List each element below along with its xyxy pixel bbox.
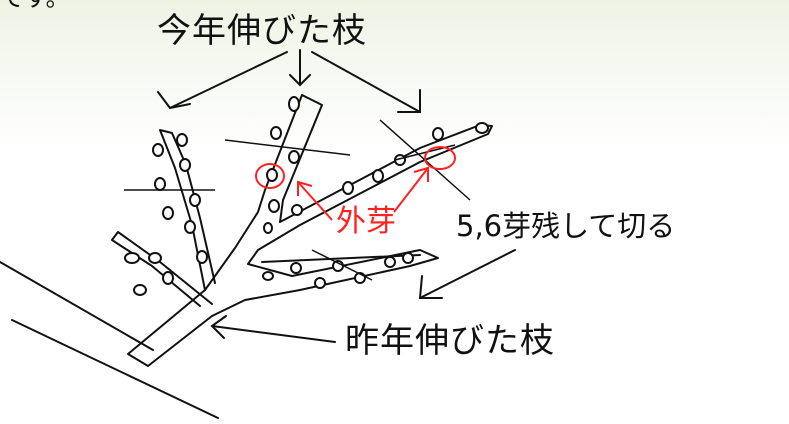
red-arrow-right-head xyxy=(413,166,429,182)
bud-14 xyxy=(184,220,196,234)
bud-24 xyxy=(342,181,354,195)
arrow-right xyxy=(311,51,421,113)
bud-4 xyxy=(266,168,278,182)
cut-note-label: 5,6芽残して切る xyxy=(456,209,676,243)
bud-5 xyxy=(268,199,280,213)
bud-12 xyxy=(189,193,201,207)
bud-10 xyxy=(179,158,191,172)
bud-1 xyxy=(288,96,300,112)
bud-30 xyxy=(384,256,396,268)
cut-mark-lower xyxy=(311,249,373,281)
cut-note-arrow xyxy=(418,249,516,299)
bud-15 xyxy=(196,250,208,264)
red-arrow-left xyxy=(297,181,333,221)
bud-7 xyxy=(263,222,273,234)
last-year-branch-label: 昨年伸びた枝 xyxy=(345,321,555,361)
outer-bud-circle-right xyxy=(424,146,456,170)
small-branch-outline xyxy=(111,231,213,307)
outer-bud-label: 外芽 xyxy=(336,204,396,239)
arrow-right-head xyxy=(397,89,421,113)
arrow-center-head xyxy=(289,74,311,87)
bud-26 xyxy=(290,262,302,274)
bud-13 xyxy=(162,206,174,220)
this-year-arrows xyxy=(157,49,421,113)
bud-17 xyxy=(148,252,162,264)
bud-20 xyxy=(432,127,444,141)
bud-9 xyxy=(152,143,164,157)
bud-18 xyxy=(162,271,174,285)
red-arrow-right xyxy=(393,167,429,213)
outer-bud-markers xyxy=(255,146,456,221)
ground-line-lower xyxy=(11,319,219,419)
bud-2 xyxy=(270,126,282,140)
bud-31 xyxy=(402,252,414,264)
last-year-arrow xyxy=(210,315,336,343)
bud-group xyxy=(124,96,489,296)
bud-8 xyxy=(176,133,188,147)
bud-19 xyxy=(133,284,147,296)
bud-6 xyxy=(291,204,303,216)
bud-25 xyxy=(262,271,274,281)
this-year-branch-label: 今年伸びた枝 xyxy=(157,11,367,51)
bud-11 xyxy=(154,177,166,191)
left-branch-outline xyxy=(159,129,216,291)
bud-3 xyxy=(288,150,300,164)
ground-line-upper xyxy=(0,261,154,351)
outer-bud-circle-left xyxy=(255,163,285,189)
bud-27 xyxy=(314,277,326,289)
arrow-left-head xyxy=(157,91,191,110)
red-arrow-left-head xyxy=(297,180,313,196)
arrow-left xyxy=(169,51,288,109)
top-text-fragment: てす。 xyxy=(0,0,70,10)
cut-mark-center-a xyxy=(224,139,351,156)
bud-21 xyxy=(475,122,489,134)
lower-branch-line xyxy=(261,254,421,263)
bud-23 xyxy=(372,169,384,183)
bud-16 xyxy=(124,252,140,264)
